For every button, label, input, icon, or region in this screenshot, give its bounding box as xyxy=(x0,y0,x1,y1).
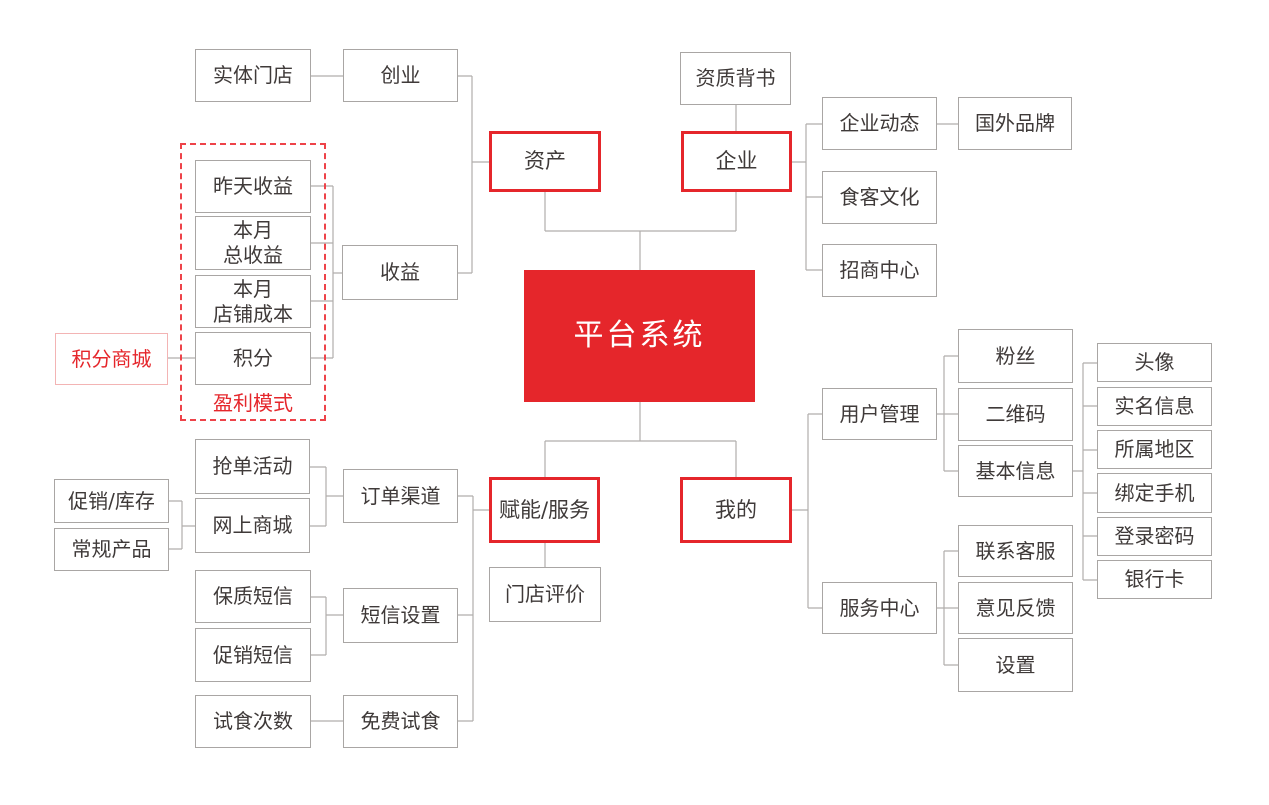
node-points: 积分 xyxy=(195,332,311,385)
node-month-store-cost: 本月 店铺成本 xyxy=(195,275,311,328)
node-startup: 创业 xyxy=(343,49,458,102)
node-sms-settings: 短信设置 xyxy=(343,588,458,643)
node-enterprise-news: 企业动态 xyxy=(822,97,937,150)
node-service-center: 服务中心 xyxy=(822,582,937,634)
node-tasting-times: 试食次数 xyxy=(195,695,311,748)
node-basic-info: 基本信息 xyxy=(958,445,1073,497)
node-platform-system: 平台系统 xyxy=(524,270,755,402)
connector-services-branch xyxy=(169,466,546,722)
node-income: 收益 xyxy=(342,245,458,300)
connector-center-top xyxy=(544,192,737,270)
node-contact-support: 联系客服 xyxy=(958,525,1073,577)
node-mine: 我的 xyxy=(680,477,792,543)
connector-mine-branch xyxy=(792,355,1097,666)
node-bank-card: 银行卡 xyxy=(1097,560,1212,599)
node-user-management: 用户管理 xyxy=(822,388,937,440)
connector-assets-branch xyxy=(168,75,489,359)
node-regular-products: 常规产品 xyxy=(54,528,169,571)
node-region: 所属地区 xyxy=(1097,430,1212,469)
node-qualification-endorsement: 资质背书 xyxy=(680,52,791,105)
node-shelf-life-sms: 保质短信 xyxy=(195,570,311,623)
node-yesterday-income: 昨天收益 xyxy=(195,160,311,213)
node-settings: 设置 xyxy=(958,638,1073,692)
node-real-name-info: 实名信息 xyxy=(1097,387,1212,426)
node-avatar: 头像 xyxy=(1097,343,1212,382)
node-foreign-brands: 国外品牌 xyxy=(958,97,1072,150)
node-promotion-sms: 促销短信 xyxy=(195,628,311,682)
node-fans: 粉丝 xyxy=(958,329,1073,383)
profit-model-group-outline xyxy=(180,143,326,421)
node-promotion-inventory: 促销/库存 xyxy=(54,479,169,523)
node-diner-culture: 食客文化 xyxy=(822,171,937,224)
node-login-password: 登录密码 xyxy=(1097,517,1212,556)
node-store-review: 门店评价 xyxy=(489,567,601,622)
node-enterprise: 企业 xyxy=(681,131,792,192)
node-order-channel: 订单渠道 xyxy=(343,469,458,523)
connector-center-bottom xyxy=(544,402,737,477)
node-points-mall: 积分商城 xyxy=(55,333,168,385)
profit-model-label: 盈利模式 xyxy=(213,391,293,415)
node-feedback: 意见反馈 xyxy=(958,582,1073,634)
node-online-mall: 网上商城 xyxy=(195,498,310,553)
node-grab-order-activity: 抢单活动 xyxy=(195,439,310,494)
node-assets: 资产 xyxy=(489,131,601,192)
node-investment-center: 招商中心 xyxy=(822,244,937,297)
node-month-total-income: 本月 总收益 xyxy=(195,216,311,270)
node-services: 赋能/服务 xyxy=(489,477,600,543)
connector-enterprise-branch xyxy=(735,105,958,271)
node-bind-phone: 绑定手机 xyxy=(1097,473,1212,513)
node-physical-store: 实体门店 xyxy=(195,49,311,102)
node-qr-code: 二维码 xyxy=(958,388,1073,441)
node-free-tasting: 免费试食 xyxy=(343,695,458,748)
